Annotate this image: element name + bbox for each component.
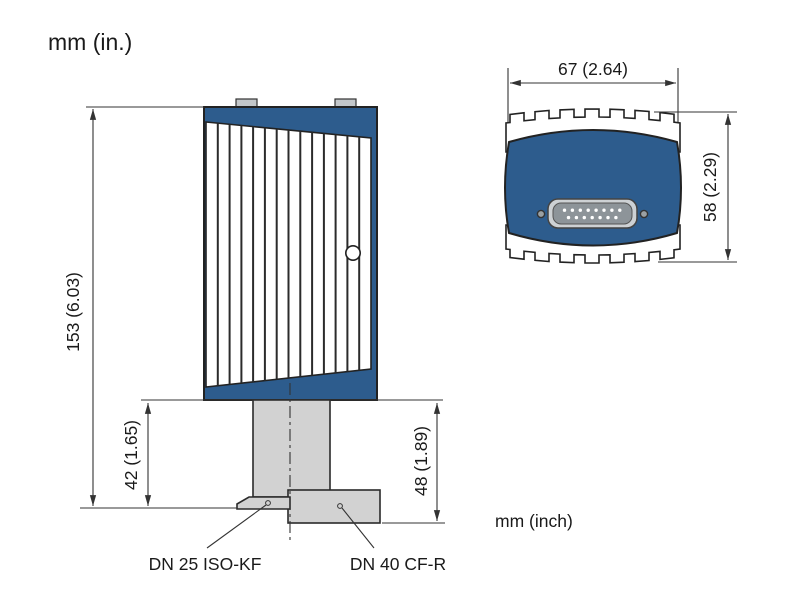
connector-pin bbox=[574, 215, 579, 220]
connector-screw-right-icon bbox=[639, 209, 649, 219]
dimension-label-overall-height: 153 (6.03) bbox=[63, 272, 83, 352]
connector-pin bbox=[606, 215, 610, 220]
connector-pin bbox=[594, 208, 598, 212]
flange-label-cf-r: DN 40 CF-R bbox=[350, 554, 446, 574]
dimension-label-kf-stem: 42 (1.65) bbox=[121, 420, 141, 490]
units-label-bottom: mm (inch) bbox=[495, 511, 573, 531]
leader-dot-kf bbox=[265, 500, 271, 506]
connector-pin bbox=[562, 208, 567, 212]
connector-pin bbox=[586, 208, 590, 212]
leader-dot-cf bbox=[337, 503, 343, 509]
front-view-dimensions bbox=[507, 68, 737, 263]
dimension-label-cf-stem: 48 (1.89) bbox=[411, 426, 431, 496]
front-view bbox=[504, 108, 682, 264]
side-view-dimensions bbox=[80, 106, 445, 549]
connector-pin bbox=[598, 215, 602, 220]
dsub-pins bbox=[562, 208, 622, 220]
flange-stem bbox=[252, 399, 331, 498]
cf-r-flange-half bbox=[287, 489, 381, 524]
connector-pin bbox=[602, 208, 606, 212]
connector-pin bbox=[566, 215, 571, 220]
side-view bbox=[203, 98, 381, 541]
connector-pin bbox=[618, 208, 622, 212]
flange-label-iso-kf: DN 25 ISO-KF bbox=[149, 554, 262, 574]
connector-pin bbox=[590, 215, 594, 220]
dimension-label-overall-width: 67 (2.64) bbox=[558, 59, 628, 79]
side-port-hole-icon bbox=[344, 245, 361, 262]
connector-pin bbox=[570, 208, 575, 212]
leader-line-kf bbox=[206, 504, 267, 549]
connector-pin bbox=[610, 208, 614, 212]
leader-line-cf bbox=[341, 507, 375, 549]
dsub-connector-body bbox=[552, 202, 633, 225]
connector-pin bbox=[578, 208, 582, 212]
dsub-connector-icon bbox=[536, 198, 649, 229]
dimension-label-front-height: 58 (2.29) bbox=[700, 152, 720, 222]
connector-pin bbox=[582, 215, 586, 220]
connector-pin bbox=[614, 215, 618, 220]
units-label-top: mm (in.) bbox=[48, 29, 132, 55]
connector-screw-left-icon bbox=[536, 209, 546, 219]
